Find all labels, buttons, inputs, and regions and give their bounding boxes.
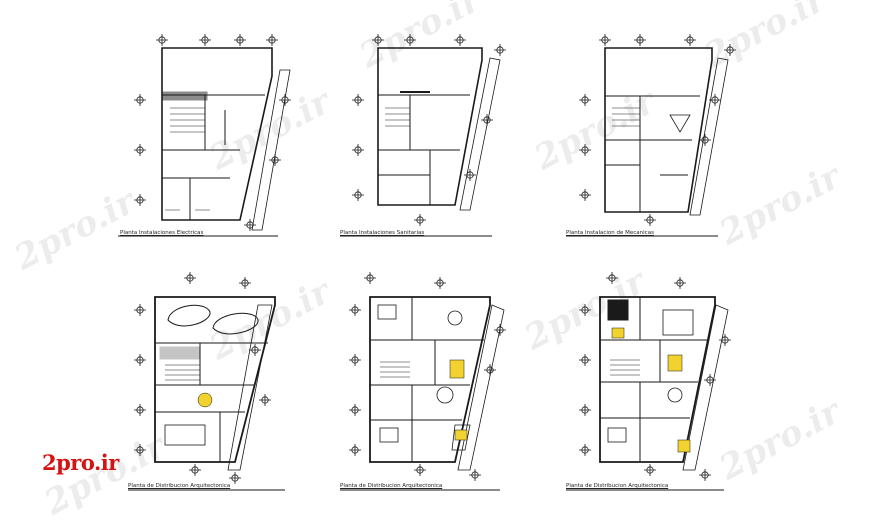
grid-marker-cross <box>579 304 591 316</box>
grid-marker-cross <box>719 334 731 346</box>
grid-marker-cross <box>269 154 281 166</box>
grid-marker-cross <box>724 44 736 56</box>
grid-marker-cross <box>481 114 493 126</box>
grid-marker-cross <box>352 189 364 201</box>
drawing-sheet: 2pro.ir 2pro.ir 2pro.ir 2pro.ir 2pro.ir … <box>8 0 847 523</box>
grid-marker-cross <box>279 94 291 106</box>
grid-marker-cross <box>134 304 146 316</box>
plan-caption: Planta de Distribucion Arquitectonica <box>340 483 443 489</box>
grid-marker-cross <box>494 324 506 336</box>
plan-caption: Planta de Distribucion Arquitectonica <box>128 483 231 489</box>
grid-marker-cross <box>404 34 416 46</box>
plan-top-2 <box>340 47 501 237</box>
grid-marker-cross <box>184 272 196 284</box>
grid-marker-cross <box>249 344 261 356</box>
grid-marker-cross <box>414 464 426 476</box>
grid-marker-cross <box>352 144 364 156</box>
plan-caption: Planta de Distribucion Arquitectonica <box>566 483 669 489</box>
grid-marker-cross <box>352 94 364 106</box>
grid-marker-cross <box>349 444 361 456</box>
grid-marker-cross <box>134 354 146 366</box>
grid-marker-cross <box>699 469 711 481</box>
grid-marker-cross <box>579 94 591 106</box>
grid-marker-cross <box>454 34 466 46</box>
grid-marker-cross <box>156 34 168 46</box>
grid-marker-cross <box>244 219 256 231</box>
grid-marker-cross <box>579 144 591 156</box>
grid-marker-cross <box>579 444 591 456</box>
grid-marker-cross <box>414 214 426 226</box>
plan-caption: Planta Instalaciones Electricas <box>120 230 204 236</box>
grid-marker-cross <box>644 464 656 476</box>
grid-marker-cross <box>134 404 146 416</box>
grid-marker-cross <box>134 194 146 206</box>
grid-marker-cross <box>349 354 361 366</box>
grid-marker-cross <box>259 394 271 406</box>
grid-marker-cross <box>266 34 278 46</box>
grid-marker-cross <box>599 34 611 46</box>
grid-marker-cross <box>199 34 211 46</box>
grid-marker-cross <box>134 144 146 156</box>
grid-marker-cross <box>704 374 716 386</box>
plan-bottom-3 <box>566 296 729 491</box>
site-logo: 2pro.ir <box>42 450 119 475</box>
grid-marker-cross <box>349 404 361 416</box>
grid-marker-cross <box>579 404 591 416</box>
grid-marker-cross <box>579 354 591 366</box>
grid-marker-cross <box>189 464 201 476</box>
grid-marker-cross <box>464 169 476 181</box>
grid-marker-cross <box>134 94 146 106</box>
grid-marker-cross <box>134 444 146 456</box>
plan-bottom-1 <box>128 296 285 491</box>
grid-marker-cross <box>234 34 246 46</box>
grid-marker-cross <box>364 272 376 284</box>
plan-top-3 <box>566 47 729 237</box>
grid-marker-cross <box>709 94 721 106</box>
grid-marker-cross <box>349 304 361 316</box>
plan-bottom-2 <box>340 296 505 491</box>
grid-marker-cross <box>434 277 446 289</box>
grid-marker-cross <box>469 469 481 481</box>
plan-caption: Planta Instalacion de Mecanicas <box>566 230 654 236</box>
grid-marker-cross <box>579 189 591 201</box>
grid-marker-cross <box>484 364 496 376</box>
grid-marker-cross <box>644 214 656 226</box>
grid-marker-cross <box>674 277 686 289</box>
plan-top-1 <box>118 47 291 237</box>
grid-marker-cross <box>229 472 241 484</box>
grid-marker-cross <box>699 134 711 146</box>
floor-plans <box>118 34 736 491</box>
grid-marker-cross <box>494 44 506 56</box>
grid-marker-cross <box>372 34 384 46</box>
grid-marker-cross <box>606 272 618 284</box>
grid-marker-cross <box>634 34 646 46</box>
grid-marker-cross <box>239 277 251 289</box>
plan-caption: Planta Instalaciones Sanitarias <box>340 230 425 236</box>
grid-marker-cross <box>684 34 696 46</box>
